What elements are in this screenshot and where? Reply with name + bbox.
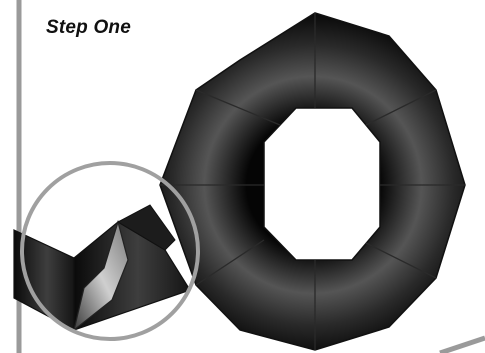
- frame-corner: [440, 338, 485, 353]
- folded-tab: [14, 205, 190, 330]
- octagon-ring: [160, 13, 465, 350]
